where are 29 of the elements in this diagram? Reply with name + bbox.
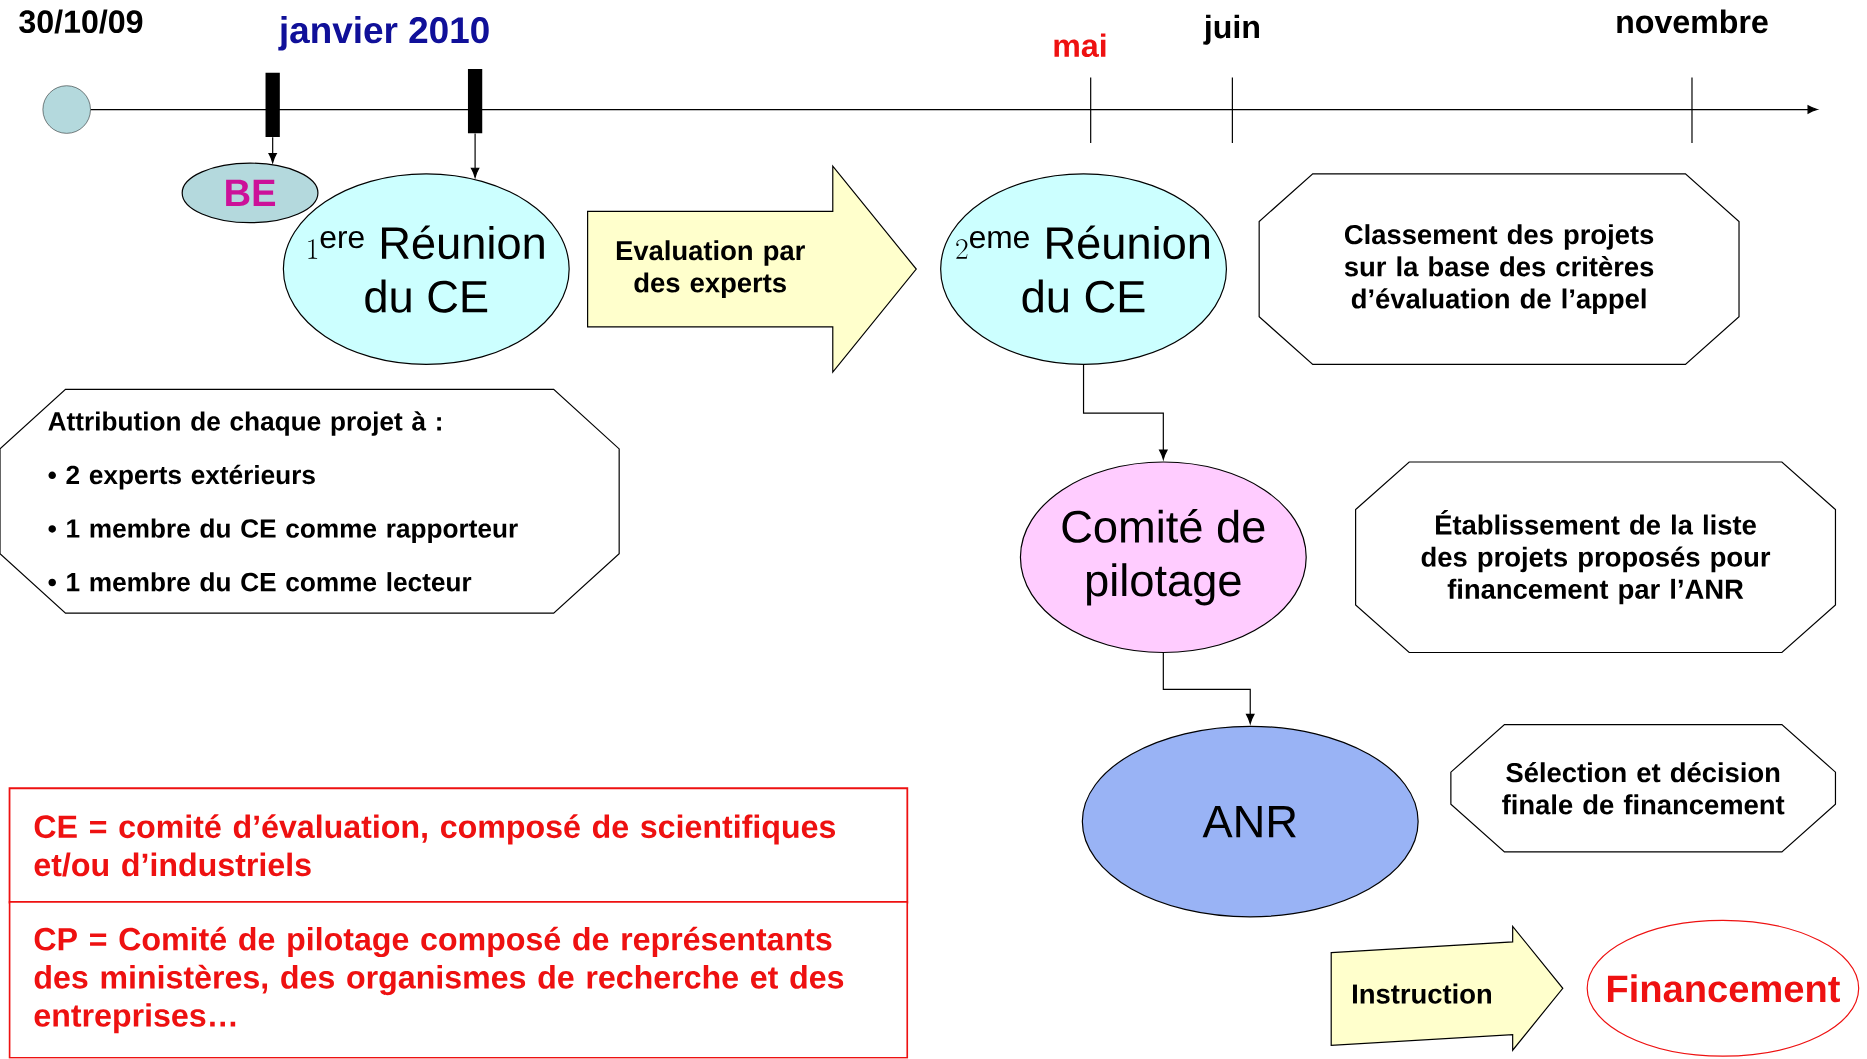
definition-box: CE = comité d’évaluation, composé de scientifiques et/ou d’industriels — [8, 787, 909, 904]
timeline-arrow — [90, 105, 1818, 115]
arrow-label: Instruction — [1353, 983, 1491, 1004]
date-label: novembre — [1617, 9, 1768, 34]
date-label: 30/10/09 — [19, 9, 143, 34]
arrow-label: Evaluation par des experts — [616, 240, 805, 299]
definition-box: CP = Comité de pilotage composé de représentants des ministères, des organismes de recherche et des entreprises… — [8, 901, 909, 1059]
block-arrow — [587, 164, 917, 374]
arrow — [1082, 364, 1168, 460]
arrow — [470, 133, 480, 179]
octagon-box: Sélection et décision finale de financement — [1450, 724, 1837, 853]
arrow — [1162, 652, 1255, 725]
octagon-box: Attribution de chaque projet à : • 2 experts extérieurs • 1 membre du CE comme rapporteur • 1 membre du CE comme lecteur — [0, 389, 620, 615]
octagon-box: Classement des projets sur la base des critères d’évaluation de l’appel — [1258, 173, 1740, 366]
ellipse-node: Comité de pilotage — [1019, 461, 1307, 654]
ellipse-node: Financement — [1586, 920, 1860, 1057]
octagon-box: Établissement de la liste des projets proposés pour financement par l’ANR — [1355, 461, 1837, 654]
ellipse-node: BE — [181, 162, 319, 224]
arrow — [268, 136, 277, 164]
ellipse-node: ANR — [1081, 725, 1419, 918]
date-label: janvier 2010 — [278, 16, 489, 51]
date-label: mai — [1054, 33, 1106, 58]
tick-bar — [265, 72, 280, 138]
date-label: juin — [1203, 15, 1259, 45]
start-circle — [42, 85, 91, 134]
tick-bar — [467, 69, 483, 134]
ellipse-node: $1^{\mathrm{ere}}$ Réunion du CE — [282, 173, 570, 366]
block-arrow — [1330, 924, 1564, 1053]
ellipse-node: $2^{\mathrm{eme}}$ Réunion du CE — [940, 173, 1227, 366]
